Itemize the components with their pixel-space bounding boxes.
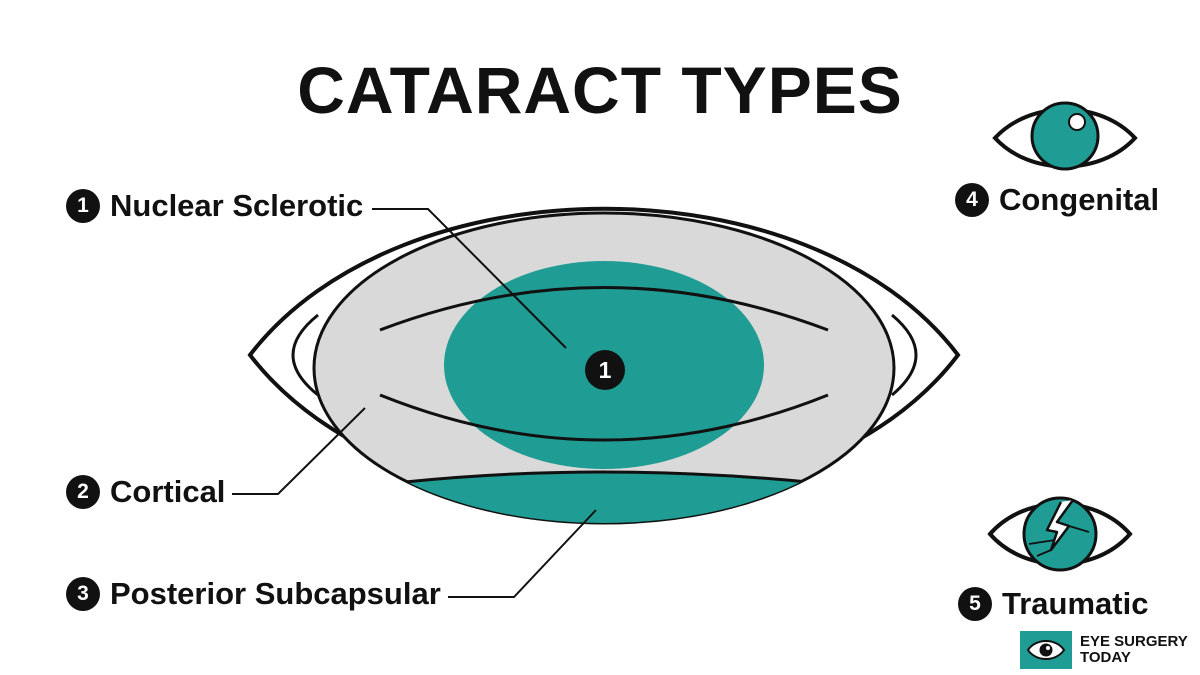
cortical-arc-bottom [379,393,829,442]
label-text: Posterior Subcapsular [110,576,441,611]
label-cortical: 2 Cortical [66,474,225,510]
cortical-arc-top [379,286,829,332]
leader-line-1 [372,208,567,349]
brand-line-2: TODAY [1080,649,1131,666]
number-badge: 3 [66,577,100,611]
brand-name: EYE SURGERY TODAY [1080,634,1188,666]
leader-line-2 [232,407,366,495]
label-nuclear-sclerotic: 1 Nuclear Sclerotic [66,188,363,224]
label-congenital: 4 Congenital [955,182,1159,218]
leader-line-3 [448,509,597,598]
posterior-subcapsular-region [403,470,810,523]
eye-icon [992,101,1138,171]
cracked-eye-icon [987,496,1133,572]
label-posterior-subcapsular: 3 Posterior Subcapsular [66,576,441,612]
page-title: CATARACT TYPES [297,53,903,127]
side-arc-left [291,313,319,397]
nucleus-marker: 1 [585,350,625,390]
label-text: Traumatic [1002,586,1149,621]
label-text: Nuclear Sclerotic [110,188,364,223]
label-text: Cortical [110,474,226,509]
number-badge: 4 [955,183,989,217]
number-badge: 1 [66,189,100,223]
label-text: Congenital [999,182,1160,217]
eye-logo-icon [1020,631,1072,669]
number-badge: 2 [66,475,100,509]
brand-line-1: EYE SURGERY [1080,633,1188,650]
brand-logo: EYE SURGERY TODAY [1020,631,1188,669]
label-traumatic: 5 Traumatic [958,586,1148,622]
side-arc-right [891,313,918,397]
number-badge: 5 [958,587,992,621]
